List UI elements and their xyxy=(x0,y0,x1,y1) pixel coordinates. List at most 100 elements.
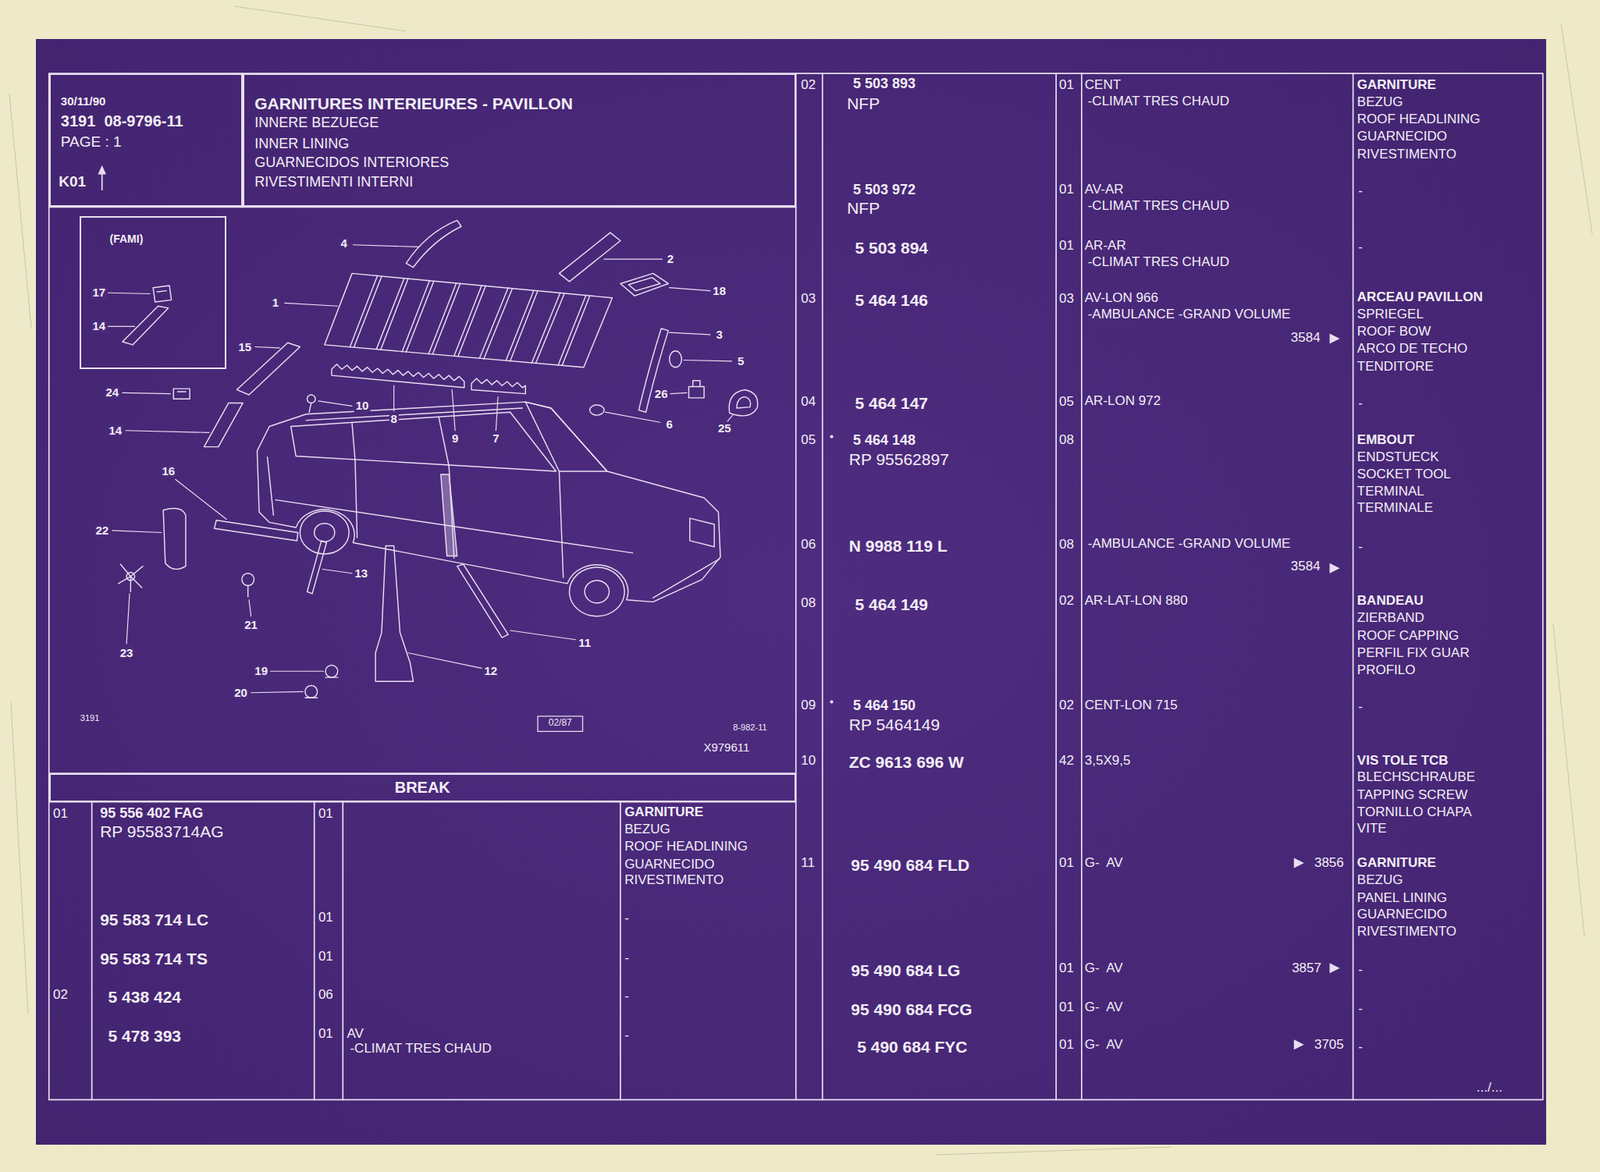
part-number: RP 5464149 xyxy=(849,715,940,734)
callout-number: 17 xyxy=(90,286,107,300)
car-drawing xyxy=(256,401,721,617)
roof-lining-part xyxy=(558,232,620,282)
car-drawing xyxy=(267,457,274,516)
car-drawing xyxy=(299,511,349,555)
table-cell: -AMBULANCE -GRAND VOLUME xyxy=(1088,307,1291,323)
part-name: - xyxy=(1358,700,1363,715)
leader-line xyxy=(322,569,352,574)
callout-number: 23 xyxy=(118,646,136,660)
part-name-heading: GARNITURE xyxy=(1357,856,1437,872)
part-name: GUARNECIDO xyxy=(1357,129,1448,145)
header-text: K01 xyxy=(58,174,86,191)
item-number: 02 xyxy=(800,78,816,93)
quantity: 02 xyxy=(1059,593,1074,609)
callout-number: 16 xyxy=(160,465,177,479)
part-name-heading: EMBOUT xyxy=(1357,433,1416,448)
part-number: NFP xyxy=(846,199,880,217)
table-cell: G- AV xyxy=(1084,961,1124,977)
table-grid xyxy=(821,73,824,1100)
part-name: ZIERBAND xyxy=(1357,611,1425,626)
roof-lining-part xyxy=(628,277,661,292)
date-box xyxy=(537,716,584,733)
part-number: 5 490 684 FYC xyxy=(856,1038,968,1056)
part-number: 95 583 714 TS xyxy=(99,949,208,968)
table-grid xyxy=(313,802,316,1101)
item-number: 05 xyxy=(800,433,816,448)
table-cell: -CLIMAT TRES CHAUD xyxy=(1088,255,1230,271)
leader-line xyxy=(255,347,280,349)
car-drawing xyxy=(653,558,720,598)
part-number: 95 556 402 FAG xyxy=(99,806,203,822)
drawing-reference: 8-982-11 xyxy=(732,722,767,733)
part-number: 5 464 149 xyxy=(855,595,928,614)
section-band: BREAK xyxy=(49,773,797,803)
car-drawing xyxy=(256,401,721,602)
table-cell: AV-LON 966 xyxy=(1084,291,1159,306)
part-name: - xyxy=(1358,540,1363,555)
part-number: RP 95583714AG xyxy=(99,822,224,841)
header-text: GUARNECIDOS INTERIORES xyxy=(254,155,449,171)
table-cell: AV xyxy=(347,1027,364,1042)
part-name: BLECHSCHRAUBE xyxy=(1357,770,1476,786)
roof-lining-part xyxy=(405,220,462,267)
table-cell: 3857 xyxy=(1291,961,1322,977)
item-number: 03 xyxy=(800,291,816,307)
part-number: 95 490 684 FCG xyxy=(850,1000,972,1019)
part-name: ROOF HEADLINING xyxy=(624,839,748,855)
table-grid xyxy=(341,802,344,1101)
part-number: N 9988 119 L xyxy=(849,536,948,555)
film-scratch xyxy=(234,6,406,32)
table-grid xyxy=(91,802,93,1101)
quantity: 01 xyxy=(1059,182,1074,198)
leader-line xyxy=(126,593,130,644)
leader-line xyxy=(270,671,324,672)
leader-line xyxy=(248,600,252,617)
callout-number: 26 xyxy=(653,387,670,401)
roof-lining-part xyxy=(305,697,318,699)
part-name: - xyxy=(624,911,630,927)
part-number: 95 490 684 LG xyxy=(850,961,960,980)
table-symbol xyxy=(1329,563,1341,574)
part-name: GUARNECIDO xyxy=(624,857,715,873)
part-name: RIVESTIMENTO xyxy=(1357,147,1457,163)
callout-number: 22 xyxy=(93,524,111,538)
roof-lining-part xyxy=(349,275,590,366)
car-drawing xyxy=(689,518,715,548)
part-number: 5 503 894 xyxy=(855,238,928,257)
part-name: - xyxy=(1358,396,1363,412)
quantity: 02 xyxy=(1059,698,1074,714)
table-grid xyxy=(795,73,797,1100)
item-number: 06 xyxy=(800,537,816,553)
roof-lining-part xyxy=(241,573,255,587)
callout-number: 20 xyxy=(232,686,249,700)
part-name: - xyxy=(624,1028,630,1044)
header-text: INNER LINING xyxy=(254,136,349,153)
part-name-heading: VIS TOLE TCB xyxy=(1357,753,1449,769)
callout-number: 8 xyxy=(388,412,399,427)
leader-line xyxy=(175,479,227,520)
part-name: TERMINALE xyxy=(1357,501,1433,516)
leader-line xyxy=(495,397,498,431)
part-name-heading: BANDEAU xyxy=(1357,593,1424,609)
car-drawing xyxy=(355,460,358,538)
callout-number: 7 xyxy=(490,432,501,446)
part-name: BEZUG xyxy=(1357,95,1404,111)
roof-lining-part xyxy=(471,378,526,395)
part-number: 5 478 393 xyxy=(108,1027,182,1046)
callout-number: 6 xyxy=(664,418,674,432)
part-name: BEZUG xyxy=(1357,873,1404,889)
leader-line xyxy=(108,245,733,694)
part-number: 95 583 714 LC xyxy=(99,910,209,929)
header-text: RIVESTIMENTI INTERNI xyxy=(254,174,413,191)
leader-line xyxy=(683,360,732,362)
roof-lining-part xyxy=(307,540,328,594)
callout-number: 4 xyxy=(338,237,349,251)
roof-lining-part xyxy=(688,380,704,399)
part-name-heading: GARNITURE xyxy=(1357,78,1437,93)
quantity: 01 xyxy=(1059,78,1074,93)
table-cell: AR-AR xyxy=(1084,238,1127,254)
leader-line xyxy=(669,332,711,335)
part-name: TAPPING SCREW xyxy=(1357,788,1468,804)
